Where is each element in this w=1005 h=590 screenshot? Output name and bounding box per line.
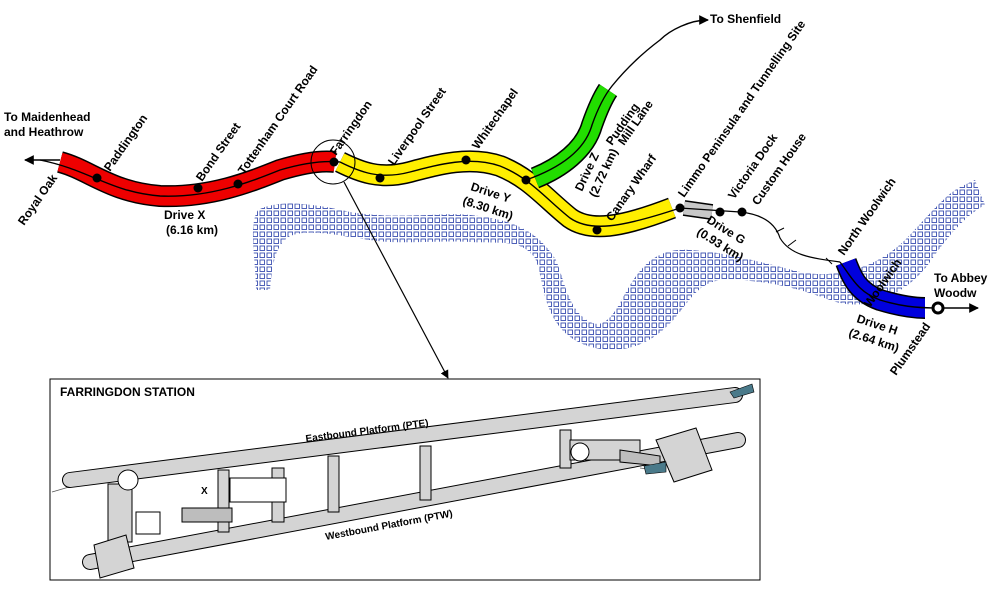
drive-g-track [679, 207, 841, 263]
drive-x-length: (6.16 km) [166, 223, 218, 237]
drive-h-track [839, 261, 979, 313]
dest-west-2: and Heathrow [4, 125, 84, 139]
escalators [643, 383, 755, 475]
station-whitechapel: Whitechapel [469, 86, 521, 152]
eastern-ticket-hall [569, 427, 713, 483]
river-thames [252, 180, 986, 350]
station-bond-street: Bond Street [193, 120, 243, 184]
farringdon-highlight [310, 139, 356, 185]
inset-title: FARRINGDON STATION [60, 385, 195, 399]
dest-east-1: To Abbey [934, 271, 988, 285]
drive-z-track [525, 15, 709, 181]
station-paddington: Paddington [101, 112, 150, 174]
western-ticket-hall [93, 469, 287, 579]
dest-east-2: Woodw [934, 286, 977, 300]
station-dots [92, 155, 945, 315]
station-royal-oak: Royal Oak [15, 171, 60, 227]
dest-west-1: To Maidenhead [4, 110, 90, 124]
tick-marks [775, 227, 833, 265]
station-north-woolwich: North Woolwich [835, 175, 899, 258]
x-mark: X [201, 486, 208, 497]
drive-x-name: Drive X [164, 208, 205, 222]
callout-line [343, 181, 449, 379]
farringdon-inset: FARRINGDON STATION [49, 378, 761, 581]
dest-shenfield: To Shenfield [710, 12, 781, 26]
